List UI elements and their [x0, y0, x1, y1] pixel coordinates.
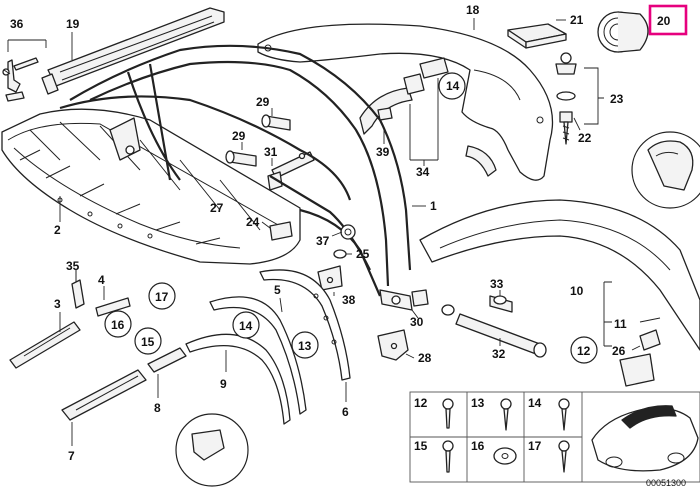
label-33: 33: [490, 277, 504, 291]
legend-label-17: 17: [528, 439, 542, 453]
label-32: 32: [492, 347, 506, 361]
cap-part-25: [333, 249, 347, 259]
label-9: 9: [220, 377, 227, 391]
bracket-part-24: [269, 221, 293, 241]
clip-part-35: [71, 270, 85, 309]
label-7: 7: [68, 449, 75, 463]
callout-circle-15-a: [134, 327, 162, 355]
label-28: 28: [418, 351, 432, 365]
callout-circle-17: [148, 282, 176, 310]
legend-grid: [409, 391, 700, 483]
label-8: 8: [154, 401, 161, 415]
hinge-part-30: [379, 289, 429, 311]
screw-stack-part-23: [555, 52, 577, 145]
trim-part-10: [419, 199, 700, 387]
catalog-number: 00051300: [646, 478, 686, 488]
cover-part-18: [257, 23, 554, 181]
callout-circle-12: [570, 336, 598, 364]
label-3: 3: [54, 297, 61, 311]
label-29-b: 29: [232, 129, 246, 143]
legend-label-13: 13: [471, 396, 485, 410]
label-21: 21: [570, 13, 584, 27]
label-18: 18: [466, 3, 480, 17]
label-1: 1: [430, 199, 437, 213]
highlight-box-20: [648, 4, 688, 36]
label-22: 22: [578, 131, 592, 145]
label-25: 25: [356, 247, 370, 261]
strip-part-7: [61, 369, 147, 421]
label-36: 36: [10, 17, 24, 31]
bolt-part-33: [489, 295, 513, 313]
label-16-a: 16: [111, 318, 125, 332]
trim-part-6: [259, 269, 351, 381]
bracket-part-34: [359, 57, 449, 135]
callout-circle-13: [291, 331, 319, 359]
label-35: 35: [66, 259, 80, 273]
plate-part-28: [377, 329, 409, 361]
label-10: 10: [570, 284, 584, 298]
callout-circle-14-a: [438, 72, 466, 100]
legend-label-12: 12: [414, 396, 428, 410]
strut-part-32: [441, 304, 547, 358]
label-4: 4: [98, 273, 105, 287]
callout-circle-14-b: [232, 311, 260, 339]
label-27: 27: [210, 201, 224, 215]
strip-part-19: [41, 7, 225, 95]
label-20: 20: [657, 14, 671, 28]
label-24: 24: [246, 215, 260, 229]
label-15-a: 15: [141, 335, 155, 349]
legend-label-15: 15: [414, 439, 428, 453]
roll-part-20: [597, 11, 649, 53]
label-37: 37: [316, 234, 330, 248]
detail-inset-10: [631, 131, 700, 209]
label-13: 13: [298, 339, 312, 353]
legend-label-14: 14: [528, 396, 542, 410]
bolt-part-29: [225, 114, 291, 167]
label-23: 23: [610, 92, 624, 106]
label-38: 38: [342, 293, 356, 307]
label-12: 12: [577, 344, 591, 358]
label-6: 6: [342, 405, 349, 419]
detail-inset-9: [175, 413, 249, 487]
label-39: 39: [376, 145, 390, 159]
label-17: 17: [155, 290, 169, 304]
label-19: 19: [66, 17, 80, 31]
label-5: 5: [274, 283, 281, 297]
strip-part-8: [147, 347, 187, 373]
bracket-part-38: [317, 265, 343, 291]
label-11: 11: [614, 317, 627, 331]
label-2: 2: [54, 223, 61, 237]
label-30: 30: [410, 315, 424, 329]
pad-part-21: [507, 23, 567, 49]
bushing-part-37: [340, 224, 356, 240]
label-29-a: 29: [256, 95, 270, 109]
label-31: 31: [264, 145, 278, 159]
label-14-b: 14: [239, 319, 253, 333]
label-34: 34: [416, 165, 430, 179]
legend-label-16: 16: [471, 439, 485, 453]
label-14-a: 14: [446, 79, 460, 93]
trim-part-5: [209, 296, 307, 415]
clip-part-4: [95, 297, 131, 317]
bracket-part-36: [2, 57, 39, 102]
trim-part-9: [185, 333, 291, 425]
label-26: 26: [612, 344, 626, 358]
strip-part-3: [9, 321, 81, 369]
callout-circle-16-a: [104, 310, 132, 338]
frame-part-1: [59, 44, 412, 297]
